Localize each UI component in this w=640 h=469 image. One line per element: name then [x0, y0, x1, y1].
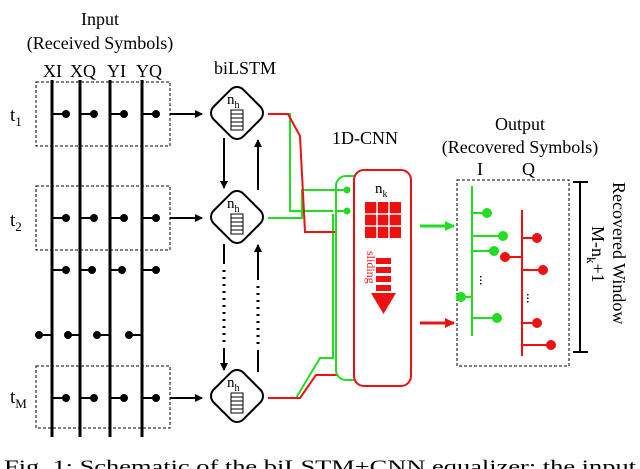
sliding-label: sliding [364, 251, 378, 284]
row-label-t1: t1 [10, 105, 22, 129]
cnn-channel-green-mid [336, 186, 351, 215]
bilstm-gap-dots [222, 270, 260, 345]
output-q-stems [500, 210, 556, 356]
input-column-labels: XI XQ YI YQ [43, 61, 162, 81]
bilstm-recurrent-arrows [220, 138, 262, 372]
bilstm-cell-t2: nh [210, 190, 264, 244]
output-box [456, 179, 570, 367]
input-stems-t1 [52, 110, 160, 118]
window-bracket [573, 181, 588, 353]
column-label-yq: YQ [136, 61, 162, 81]
input-sample-lines [50, 80, 144, 437]
output-label-q: Q [522, 159, 535, 179]
bilstm-cell-tm: nh [210, 369, 264, 423]
input-title: Input [81, 9, 119, 29]
svg-text:nh: nh [227, 92, 240, 111]
input-stems-mid-a [52, 266, 160, 274]
column-label-yi: YI [107, 61, 126, 81]
input-stems-tm [52, 394, 160, 402]
svg-text:nh: nh [227, 196, 240, 215]
cnn-kernel-label: nk [375, 181, 388, 200]
output-i-stems [456, 186, 508, 336]
window-label: Recovered Window [609, 182, 629, 324]
bilstm-title: biLSTM [214, 58, 276, 78]
bilstm-cell-t1: nh [210, 86, 264, 140]
input-stems-t2 [52, 214, 160, 222]
output-title: Output [495, 114, 545, 134]
output-q-dots: ... [523, 293, 538, 304]
column-label-xi: XI [43, 61, 62, 81]
memory-stack-icon [230, 213, 244, 235]
row-label-tm: tM [10, 387, 27, 411]
input-to-bilstm-arrows [170, 110, 203, 402]
window-size-label: M-nk+1 [584, 226, 608, 283]
cnn-title: 1D-CNN [332, 128, 398, 148]
memory-stack-icon [230, 109, 244, 131]
kernel-grid-icon [365, 202, 401, 238]
bilstm-to-cnn-green [268, 113, 342, 399]
figure-caption: Fig. 1: Schematic of the biLSTM+CNN equa… [4, 457, 637, 469]
sliding-arrow-icon [371, 258, 396, 314]
input-subtitle: (Received Symbols) [27, 33, 173, 54]
output-i-dots: ... [476, 275, 491, 286]
column-label-xq: XQ [70, 61, 96, 81]
svg-text:nh: nh [227, 375, 240, 394]
output-subtitle: (Recovered Symbols) [442, 137, 598, 158]
output-label-i: I [477, 159, 483, 179]
row-label-t2: t2 [10, 210, 22, 234]
input-stems-mid-b [35, 331, 142, 339]
memory-stack-icon [230, 392, 244, 414]
